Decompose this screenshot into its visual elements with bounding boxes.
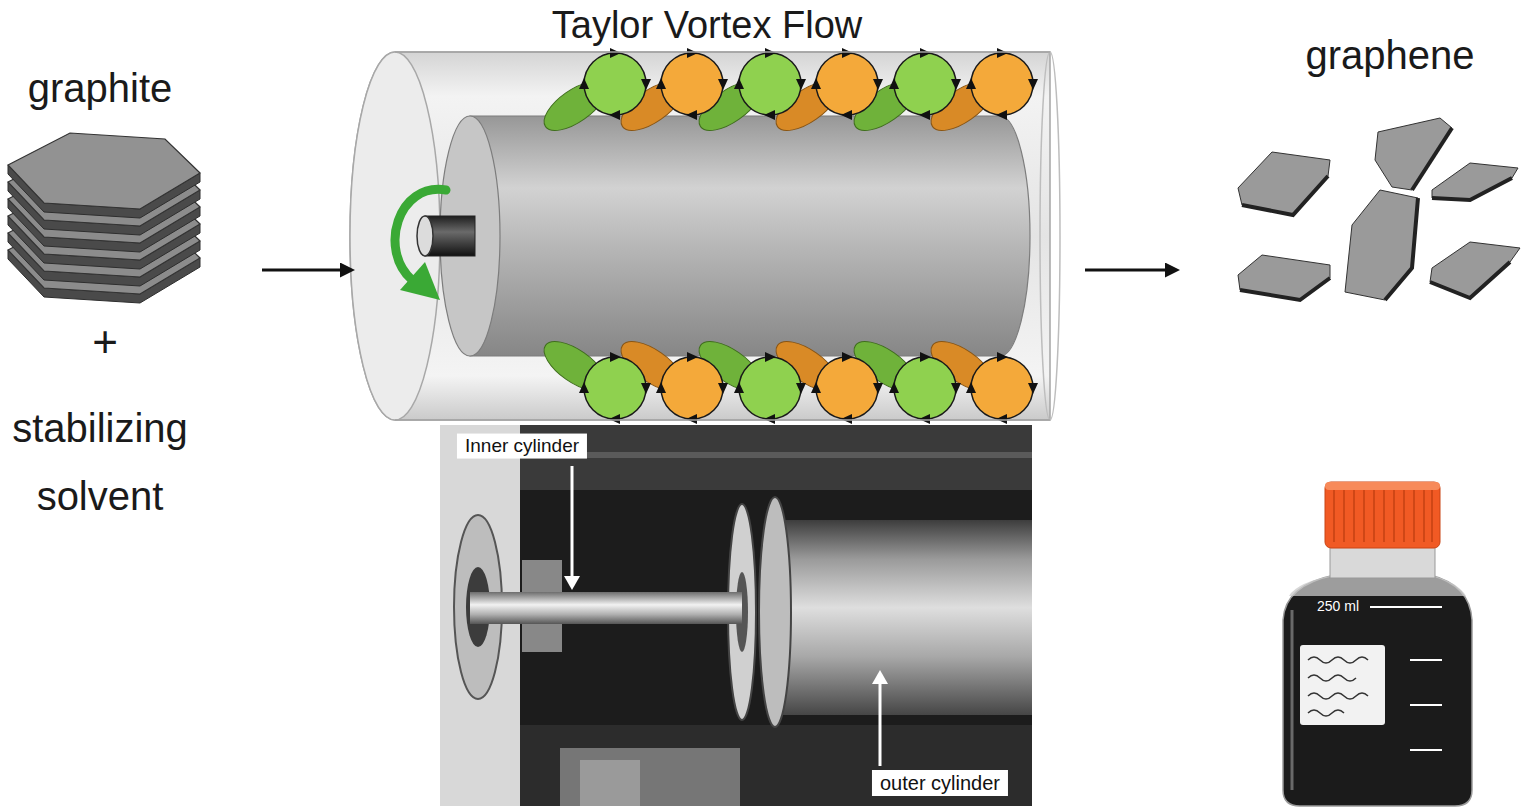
graphene-flakes (1242, 176, 1328, 215)
part-label: Inner cylinder (457, 434, 587, 459)
dispersion-bottle (1431, 488, 1433, 542)
dispersion-bottle (1410, 749, 1442, 751)
reactor-photo (440, 425, 1032, 806)
reactor-schematic (395, 51, 1050, 53)
taylor-vortices (811, 352, 883, 424)
flow-arrow (262, 269, 349, 272)
reactor-photo (440, 425, 1032, 806)
taylor-vortices (966, 48, 1038, 120)
dispersion-bottle (1308, 693, 1368, 699)
part-label: outer cylinder (872, 770, 1008, 796)
taylor-vortices (656, 352, 728, 424)
dispersion-bottle (1308, 675, 1356, 681)
leader-arrow (564, 576, 580, 590)
taylor-vortices (734, 352, 806, 424)
graphite-stack (8, 133, 200, 303)
volume-mark: 250 ml (1317, 599, 1359, 614)
leader-arrow (879, 682, 882, 766)
taylor-vortices (889, 48, 961, 120)
dispersion-bottle (1370, 606, 1442, 608)
dispersion-bottle (1343, 488, 1345, 542)
reactor-photo (520, 425, 1032, 490)
taylor-vortices (811, 48, 883, 120)
graphene-flakes (1375, 118, 1452, 190)
graphene-flakes (1345, 190, 1418, 300)
flow-arrow (1085, 269, 1174, 272)
dispersion-bottle (1308, 657, 1368, 663)
leader-arrow (571, 466, 574, 578)
dispersion-bottle (1423, 488, 1425, 542)
dispersion-bottle (1300, 645, 1385, 725)
leader-arrow (564, 466, 580, 590)
graphene-flakes (1240, 278, 1330, 300)
rotation-arrow (395, 189, 446, 300)
taylor-vortices (889, 352, 961, 424)
taylor-vortices (579, 352, 651, 424)
output-label: graphene (1305, 33, 1474, 77)
dispersion-bottle (1308, 710, 1344, 716)
reactor-schematic (470, 116, 1030, 356)
dispersion-bottle (1334, 488, 1432, 542)
graphene-flakes (1432, 178, 1512, 200)
reactor-title: Taylor Vortex Flow (552, 5, 862, 47)
dispersion-bottle (1410, 659, 1442, 661)
output-group: graphene (1180, 25, 1532, 315)
reactor-photo (759, 497, 791, 727)
input-group: graphite + stabilizing solvent (0, 55, 262, 536)
graphene-flakes (1432, 163, 1518, 200)
dispersion-bottle (1410, 704, 1442, 706)
dispersion-bottle (1393, 488, 1395, 542)
dispersion-bottle (1291, 610, 1294, 790)
plus-sign: + (92, 318, 118, 366)
dispersion-bottle (1333, 488, 1335, 542)
dispersion-bottle (1373, 488, 1375, 542)
reactor-photo (580, 760, 640, 806)
dispersion-bottle (1283, 482, 1472, 806)
dispersion-bottle (1308, 657, 1368, 716)
dispersion-bottle (1363, 488, 1365, 542)
reactor-photo (560, 748, 740, 806)
leader-arrow (872, 670, 888, 684)
input-label: graphite (28, 66, 173, 110)
taylor-vortices (579, 48, 651, 120)
leader-arrow (872, 670, 888, 766)
reactor-photo (520, 452, 1032, 458)
reactor-schematic (1040, 52, 1060, 420)
dispersion-bottle (1413, 488, 1415, 542)
dispersion-bottle (1325, 482, 1440, 548)
dispersion-bottle (1353, 488, 1355, 542)
graphene-flakes (1430, 262, 1510, 298)
reactor-schematic (395, 419, 1050, 421)
graphite-stack (8, 133, 200, 209)
reactor-schematic (350, 48, 1060, 424)
graphene-flakes (1238, 152, 1330, 215)
taylor-vortices (579, 48, 1038, 424)
reactor-photo (780, 520, 1032, 715)
rotation-arrow (400, 262, 440, 300)
dispersion-bottle (1330, 544, 1435, 578)
graphene-flakes (1430, 242, 1520, 298)
graphene-flakes (1238, 118, 1520, 300)
reactor-schematic (417, 216, 433, 256)
input-label: stabilizing solvent (0, 394, 205, 530)
reactor-photo (520, 725, 1032, 806)
dispersion-bottle (1410, 660, 1442, 750)
vortex-ribbons (536, 72, 1000, 400)
reactor-group: Taylor Vortex Flow (355, 2, 1085, 430)
graphene-flakes (1238, 255, 1330, 300)
dispersion-bottle (1383, 488, 1385, 542)
taylor-vortices (656, 48, 728, 120)
dispersion-bottle (1403, 488, 1405, 542)
dispersion-bottle (1283, 575, 1472, 806)
graphene-flakes (1385, 198, 1418, 300)
graphite-stack (8, 133, 200, 218)
taylor-vortices (966, 352, 1038, 424)
reactor-photo (470, 592, 742, 624)
rotation-arrow (395, 189, 446, 280)
taylor-vortices (734, 48, 806, 120)
dispersion-bottle (1325, 482, 1440, 490)
